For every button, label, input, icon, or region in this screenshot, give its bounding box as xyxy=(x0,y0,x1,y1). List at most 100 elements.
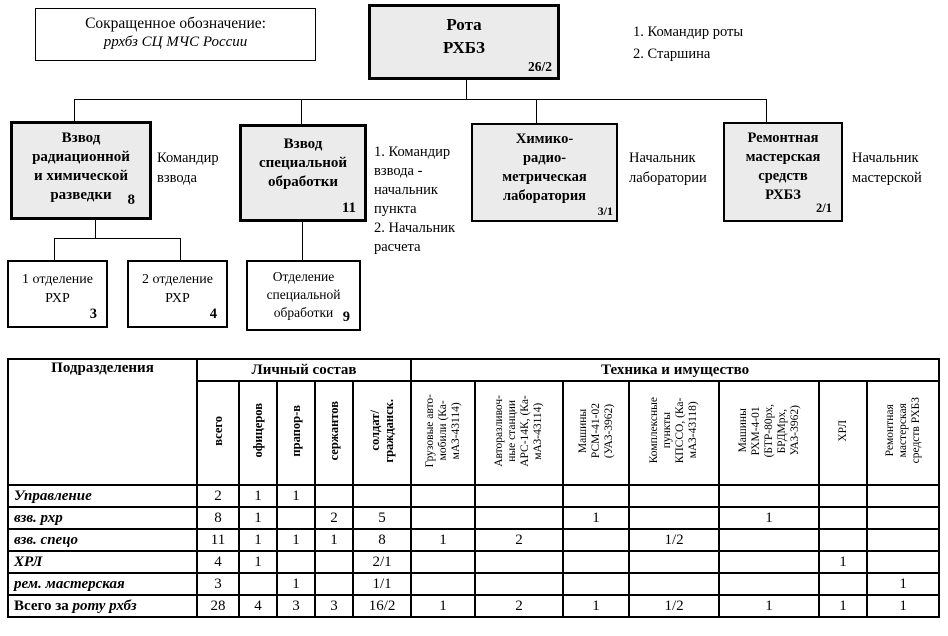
org-box-otdelenie-spec: Отделение специальной обработки 9 xyxy=(246,260,361,331)
org-box-title: Взвод радиационной и химической разведки xyxy=(32,130,130,203)
table-cell: 1 xyxy=(866,594,941,618)
table-cell: 1 xyxy=(410,528,477,552)
table-cell xyxy=(866,484,941,508)
column-header: Ремонтная мастерская средств РХБЗ xyxy=(866,380,941,486)
table-cell: 1/2 xyxy=(628,528,721,552)
table-cell: 1/1 xyxy=(351,572,413,596)
org-box-laboratoriya: Химико- радио- метрическая лаборатория 3… xyxy=(471,123,618,222)
root-annotation: 1. Командир роты 2. Старшина xyxy=(633,24,744,62)
column-header-label: Грузовые авто- мобили (Ка- мАЗ-43114) xyxy=(423,393,462,468)
org-box-title: Химико- радио- метрическая лаборатория xyxy=(502,131,587,204)
connector-line xyxy=(301,99,302,124)
column-header: Авторазливоч- ные станции АРС-14К, (Ка- … xyxy=(474,380,565,486)
row-label: Всего за роту рхбз xyxy=(7,594,198,618)
column-header-units: Подразделения xyxy=(7,358,198,486)
table-cell: 1 xyxy=(238,484,278,508)
org-box-count: 11 xyxy=(341,200,356,216)
column-header-label: солдат/ гражданск. xyxy=(368,398,397,463)
table-cell xyxy=(314,572,354,596)
table-cell: 3 xyxy=(314,594,354,618)
table-cell xyxy=(628,506,721,530)
row-label: взв. рхр xyxy=(7,506,198,530)
table-cell: 4 xyxy=(196,550,240,574)
org-box-title: 1 отделение РХР xyxy=(22,272,93,306)
column-header-label: ХРЛ xyxy=(836,419,849,442)
table-cell: 1 xyxy=(718,594,821,618)
org-box-vzvod-razvedki: Взвод радиационной и химической разведки… xyxy=(10,121,152,220)
table-cell: 1 xyxy=(238,550,278,574)
column-header-label: Комплексные пункты КПССО, (Ка- мАЗ-43118… xyxy=(648,397,700,464)
table-cell: 3 xyxy=(196,572,240,596)
unit-annotation: Начальник мастерской xyxy=(852,150,922,186)
org-box-otdelenie-2: 2 отделение РХР 4 xyxy=(127,260,228,328)
table-cell: 1 xyxy=(238,506,278,530)
table-cell: 3 xyxy=(276,594,316,618)
group-header: Личный состав xyxy=(195,358,413,382)
table-cell: 1 xyxy=(276,528,316,552)
org-box-title: Отделение специальной обработки xyxy=(266,269,341,320)
unit-annotation: 1. Командир взвода - начальник пункта 2.… xyxy=(374,144,456,255)
row-label-plain: Всего за xyxy=(14,597,73,614)
connector-line xyxy=(536,99,537,123)
row-label: ХРЛ xyxy=(7,550,198,574)
table-cell: 2/1 xyxy=(351,550,413,574)
table-cell: 1 xyxy=(818,594,869,618)
table-cell: 2 xyxy=(474,528,565,552)
table-cell: 2 xyxy=(314,506,354,530)
column-header-label: Ремонтная мастерская средств РХБЗ xyxy=(883,397,922,464)
row-label-italic: ХРЛ xyxy=(14,553,43,570)
table-cell xyxy=(818,528,869,552)
connector-line xyxy=(54,238,181,239)
table-cell xyxy=(818,506,869,530)
table-cell xyxy=(628,572,721,596)
row-label-italic: рем. мастерская xyxy=(14,575,125,592)
table-cell: 8 xyxy=(196,506,240,530)
table-cell xyxy=(314,484,354,508)
table-cell xyxy=(474,484,565,508)
org-box-title: Ремонтная мастерская средств РХБЗ xyxy=(745,130,821,203)
org-box-count: 26/2 xyxy=(527,59,552,74)
table-cell xyxy=(818,484,869,508)
table-cell: 2 xyxy=(474,594,565,618)
connector-line xyxy=(180,238,181,260)
row-label-italic: взв. рхр xyxy=(14,509,63,526)
column-header-label: Машины РСМ-41-02 (УАЗ-3962) xyxy=(576,402,615,459)
table-cell: 1 xyxy=(562,506,631,530)
table-cell: 2 xyxy=(196,484,240,508)
table-cell xyxy=(818,572,869,596)
column-header: сержантов xyxy=(314,380,354,486)
org-box-otdelenie-1: 1 отделение РХР 3 xyxy=(7,260,108,328)
table-cell: 1 xyxy=(718,506,821,530)
table-cell xyxy=(718,528,821,552)
row-label: Управление xyxy=(7,484,198,508)
org-chart: Сокращенное обозначение: ррхбз СЦ МЧС Ро… xyxy=(7,4,922,331)
column-header-label: офицеров xyxy=(251,403,265,458)
org-box-count: 9 xyxy=(342,309,350,325)
column-header: ХРЛ xyxy=(818,380,869,486)
table-cell: 28 xyxy=(196,594,240,618)
connector-line xyxy=(766,99,767,122)
table-cell: 5 xyxy=(351,506,413,530)
org-box-count: 4 xyxy=(209,306,217,322)
column-header-label: сержантов xyxy=(327,400,341,461)
connector-line xyxy=(302,222,303,260)
table-cell xyxy=(238,572,278,596)
connector-line xyxy=(54,238,55,260)
column-header: Комплексные пункты КПССО, (Ка- мАЗ-43118… xyxy=(628,380,721,486)
column-header: Машины РСМ-41-02 (УАЗ-3962) xyxy=(562,380,631,486)
table-cell xyxy=(718,572,821,596)
table-cell xyxy=(410,550,477,574)
table-cell: 1 xyxy=(818,550,869,574)
table-cell xyxy=(718,484,821,508)
table-cell xyxy=(718,550,821,574)
row-label-italic: взв. спецо xyxy=(14,531,79,548)
org-box-title: Взвод специальной обработки xyxy=(258,136,347,190)
legend-abbreviation: ррхбз СЦ МЧС России xyxy=(103,34,248,50)
column-header: Машины РХМ-4-01 (БТР-80рх, БРДМрх, УАЗ-3… xyxy=(718,380,821,486)
table-cell: 16/2 xyxy=(351,594,413,618)
table-cell xyxy=(562,484,631,508)
column-header: прапор-в xyxy=(276,380,316,486)
